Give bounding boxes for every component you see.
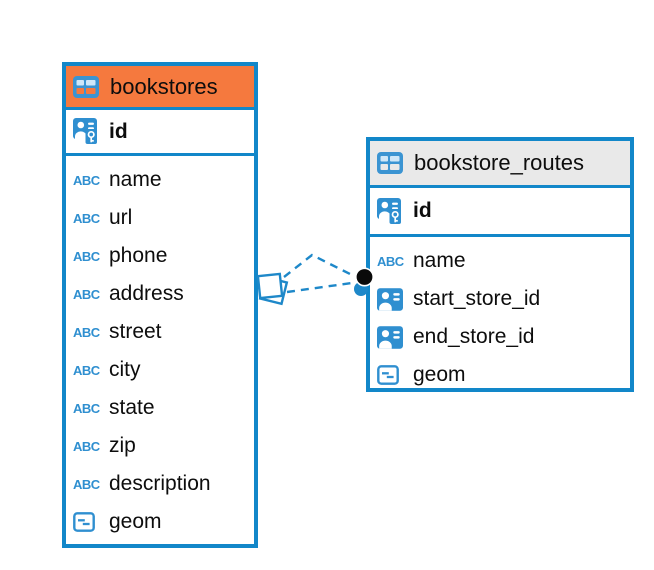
text-type-icon: ABC <box>73 250 101 263</box>
column-row-id[interactable]: id <box>370 188 630 237</box>
table-icon <box>377 152 405 174</box>
text-type-icon: ABC <box>73 288 101 301</box>
text-type-icon: ABC <box>73 478 101 491</box>
geometry-type-icon <box>377 365 399 385</box>
table-icon <box>73 76 101 98</box>
reference-type-icon <box>377 288 405 311</box>
column-row[interactable]: ABC phone <box>73 237 247 275</box>
column-name: url <box>109 206 133 229</box>
text-type-icon: ABC <box>73 362 100 378</box>
text-type-icon: ABC <box>377 253 404 269</box>
text-type-icon: ABC <box>73 212 101 225</box>
table-title: bookstore_routes <box>414 150 584 175</box>
text-type-icon: ABC <box>73 248 100 264</box>
text-type-icon: ABC <box>73 402 101 415</box>
column-row[interactable]: ABC name <box>377 242 623 280</box>
text-type-icon: ABC <box>73 400 100 416</box>
table-title: bookstores <box>110 73 218 99</box>
text-type-icon: ABC <box>73 172 100 188</box>
column-name: state <box>109 396 155 419</box>
reference-type-icon <box>377 326 405 349</box>
column-row[interactable]: geom <box>73 503 247 541</box>
reference-type-icon <box>377 326 403 349</box>
column-name: start_store_id <box>413 287 541 310</box>
text-type-icon: ABC <box>73 174 101 187</box>
text-type-icon: ABC <box>73 440 101 453</box>
text-type-icon: ABC <box>73 326 101 339</box>
source-square-back <box>258 275 289 306</box>
text-type-icon: ABC <box>73 324 100 340</box>
relationship-line-bent[interactable] <box>283 253 355 278</box>
geometry-type-icon <box>73 512 95 532</box>
table-bookstore-routes[interactable]: bookstore_routes id ABC name start_store… <box>366 137 634 392</box>
column-name: address <box>109 282 184 305</box>
column-name: end_store_id <box>413 325 535 348</box>
text-type-icon: ABC <box>73 210 100 226</box>
column-name: name <box>109 168 162 191</box>
column-list: ABC name start_store_id end_store_id ge <box>370 237 630 388</box>
column-row[interactable]: ABC address <box>73 275 247 313</box>
column-name: description <box>109 472 211 495</box>
column-name: zip <box>109 434 136 457</box>
column-row[interactable]: start_store_id <box>377 280 623 318</box>
column-row[interactable]: ABC name <box>73 161 247 199</box>
table-bookstores-header[interactable]: bookstores <box>66 66 254 110</box>
primary-key-icon <box>377 198 403 225</box>
reference-type-icon <box>377 288 403 311</box>
text-type-icon: ABC <box>73 438 100 454</box>
geometry-type-icon <box>377 365 405 385</box>
text-type-icon: ABC <box>73 476 100 492</box>
column-name: geom <box>413 363 466 386</box>
column-row[interactable]: ABC zip <box>73 427 247 465</box>
column-list: ABC name ABC url ABC phone ABC address A… <box>66 156 254 543</box>
relationship-line-straight[interactable] <box>286 281 353 294</box>
text-type-icon: ABC <box>73 364 101 377</box>
column-name: id <box>413 199 432 222</box>
column-name: id <box>109 119 128 143</box>
column-row[interactable]: end_store_id <box>377 318 623 356</box>
column-row[interactable]: ABC description <box>73 465 247 503</box>
primary-key-icon <box>73 118 99 145</box>
text-type-icon: ABC <box>73 286 100 302</box>
table-bookstores[interactable]: bookstores id ABC name ABC url ABC phone… <box>62 62 258 548</box>
primary-key-icon <box>377 198 405 225</box>
table-icon <box>377 152 403 174</box>
relationship-source-marker-squares[interactable] <box>256 272 289 306</box>
geometry-type-icon <box>73 512 101 532</box>
column-name: phone <box>109 244 168 267</box>
column-row[interactable]: geom <box>377 356 623 388</box>
column-row[interactable]: ABC state <box>73 389 247 427</box>
table-bookstore-routes-header[interactable]: bookstore_routes <box>370 141 630 188</box>
text-type-icon: ABC <box>377 255 405 268</box>
column-name: street <box>109 320 162 343</box>
table-icon <box>73 76 99 98</box>
source-square-front <box>256 272 284 300</box>
column-row[interactable]: ABC city <box>73 351 247 389</box>
column-name: city <box>109 358 141 381</box>
column-row[interactable]: ABC url <box>73 199 247 237</box>
column-row-id[interactable]: id <box>66 110 254 156</box>
column-name: name <box>413 249 466 272</box>
column-name: geom <box>109 510 162 533</box>
column-row[interactable]: ABC street <box>73 313 247 351</box>
primary-key-icon <box>73 118 101 145</box>
